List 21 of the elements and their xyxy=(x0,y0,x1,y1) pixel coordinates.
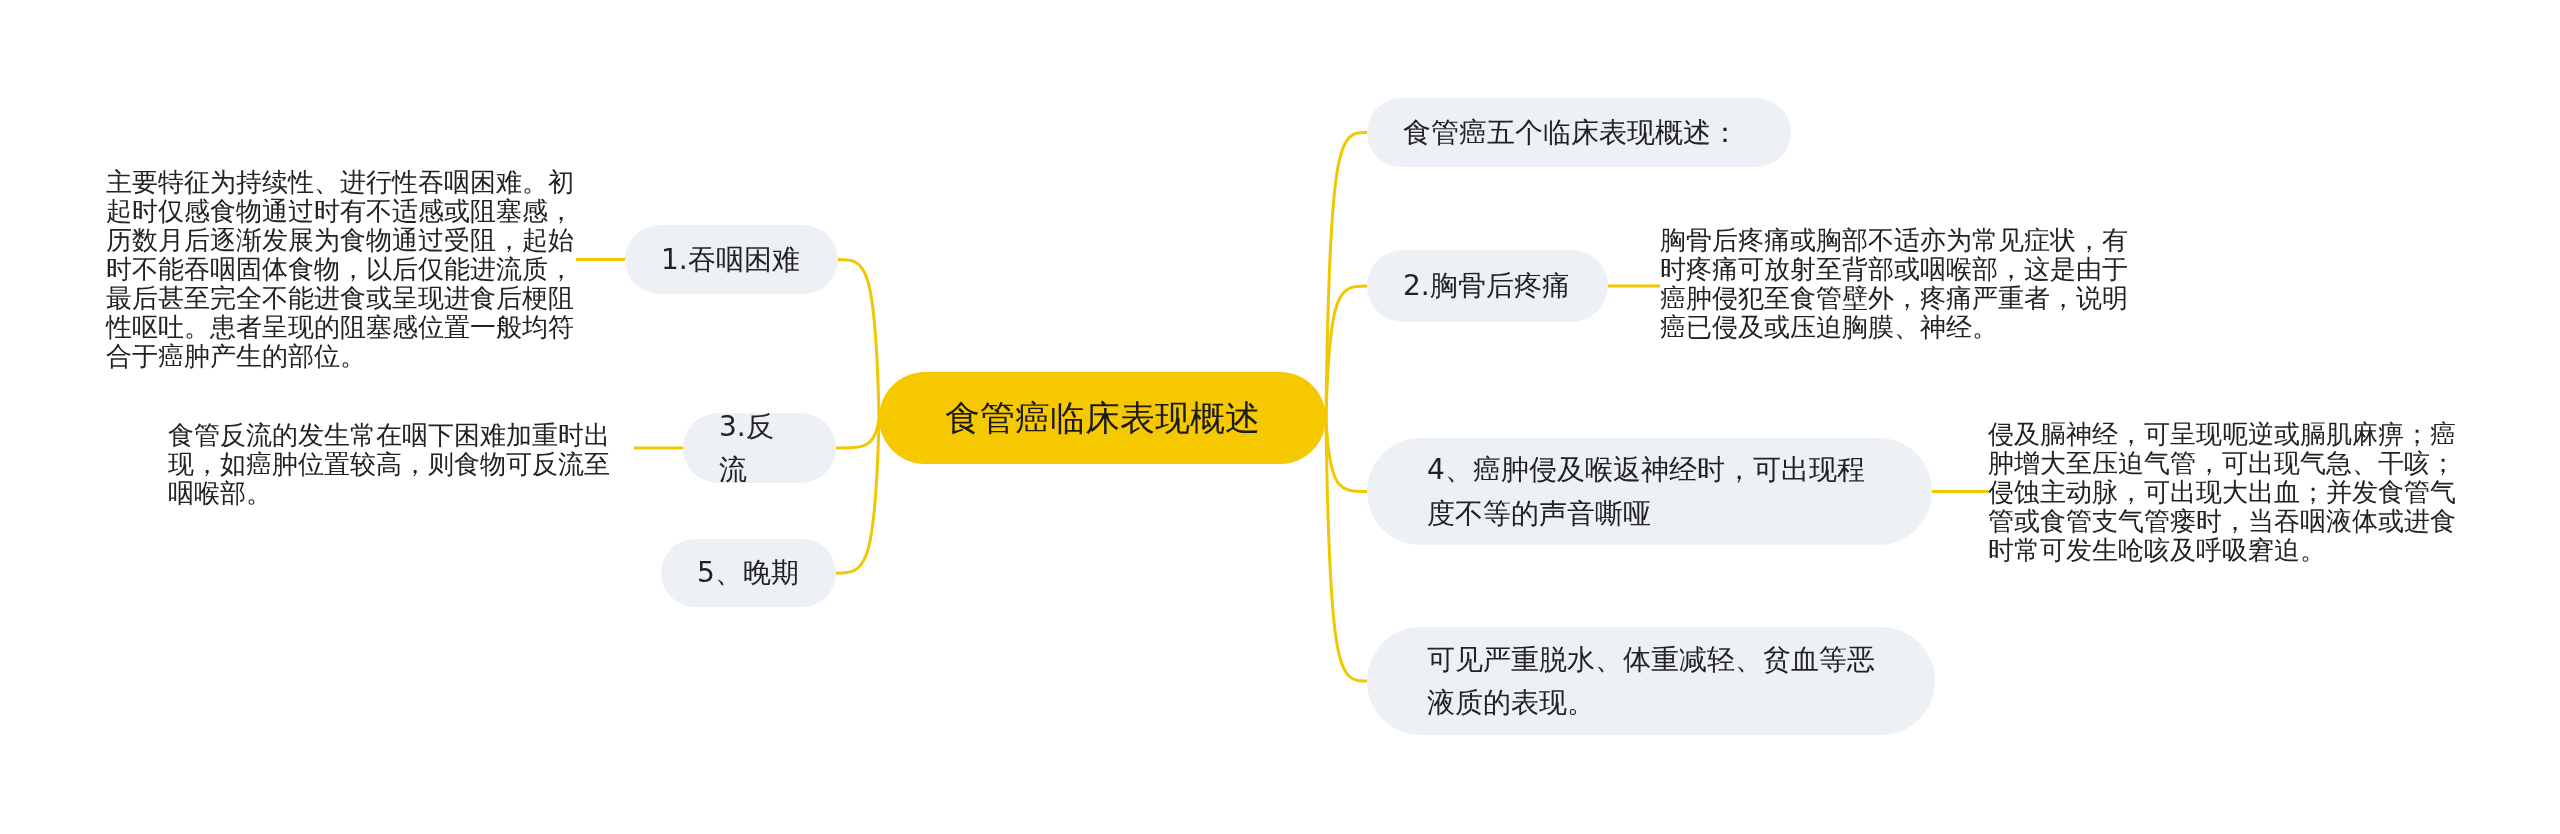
topic-pill: 2.胸骨后疼痛 xyxy=(1367,250,1608,322)
topic-pill: 5、晚期 xyxy=(661,539,836,607)
note-text: 食管反流的发生常在咽下困难加重时出现，如癌肿位置较高，则食物可反流至咽喉部。 xyxy=(168,421,634,508)
topic-pill: 1.吞咽困难 xyxy=(625,225,838,294)
branch-line xyxy=(576,258,625,261)
central-topic: 食管癌临床表现概述 xyxy=(879,372,1326,464)
branch-line xyxy=(1324,417,1367,493)
topic-pill: 3.反流 xyxy=(683,413,836,483)
branch-line xyxy=(1608,284,1660,288)
note-text: 侵及膈神经，可呈现呃逆或膈肌麻痹；癌肿增大至压迫气管，可出现气急、干咳；侵蚀主动脉，可出现大出血；并发食管气管或食管支气管瘘时，当吞咽液体或进食时常可发生呛咳及呼吸窘迫。 xyxy=(1988,420,2458,565)
topic-pill: 4、癌肿侵及喉返神经时，可出现程度不等的声音嘶哑 xyxy=(1367,438,1932,545)
branch-line xyxy=(835,417,881,575)
note-text: 胸骨后疼痛或胸部不适亦为常见症状，有时疼痛可放射至背部或咽喉部，这是由于癌肿侵犯至食管壁外，疼痛严重者，说明癌已侵及或压迫胸膜、神经。 xyxy=(1660,226,2130,342)
branch-line xyxy=(1324,417,1368,683)
note-text: 主要特征为持续性、进行性吞咽困难。初起时仅感食物通过时有不适感或阻塞感，历数月后逐渐发展为食物通过受阻，起始时不能吞咽固体食物，以后仅能进流质，最后甚至完全不能进食或呈现进食后梗阻性呕吐。患者呈现的阻塞感位置一般均符合于癌肿产生的部位。 xyxy=(106,168,576,371)
topic-pill: 可见严重脱水、体重减轻、贫血等恶液质的表现。 xyxy=(1367,627,1935,735)
topic-pill: 食管癌五个临床表现概述： xyxy=(1367,98,1791,167)
branch-line xyxy=(1324,284,1368,419)
branch-line xyxy=(837,258,881,419)
branch-line xyxy=(634,446,683,450)
branch-line xyxy=(1932,490,1988,493)
